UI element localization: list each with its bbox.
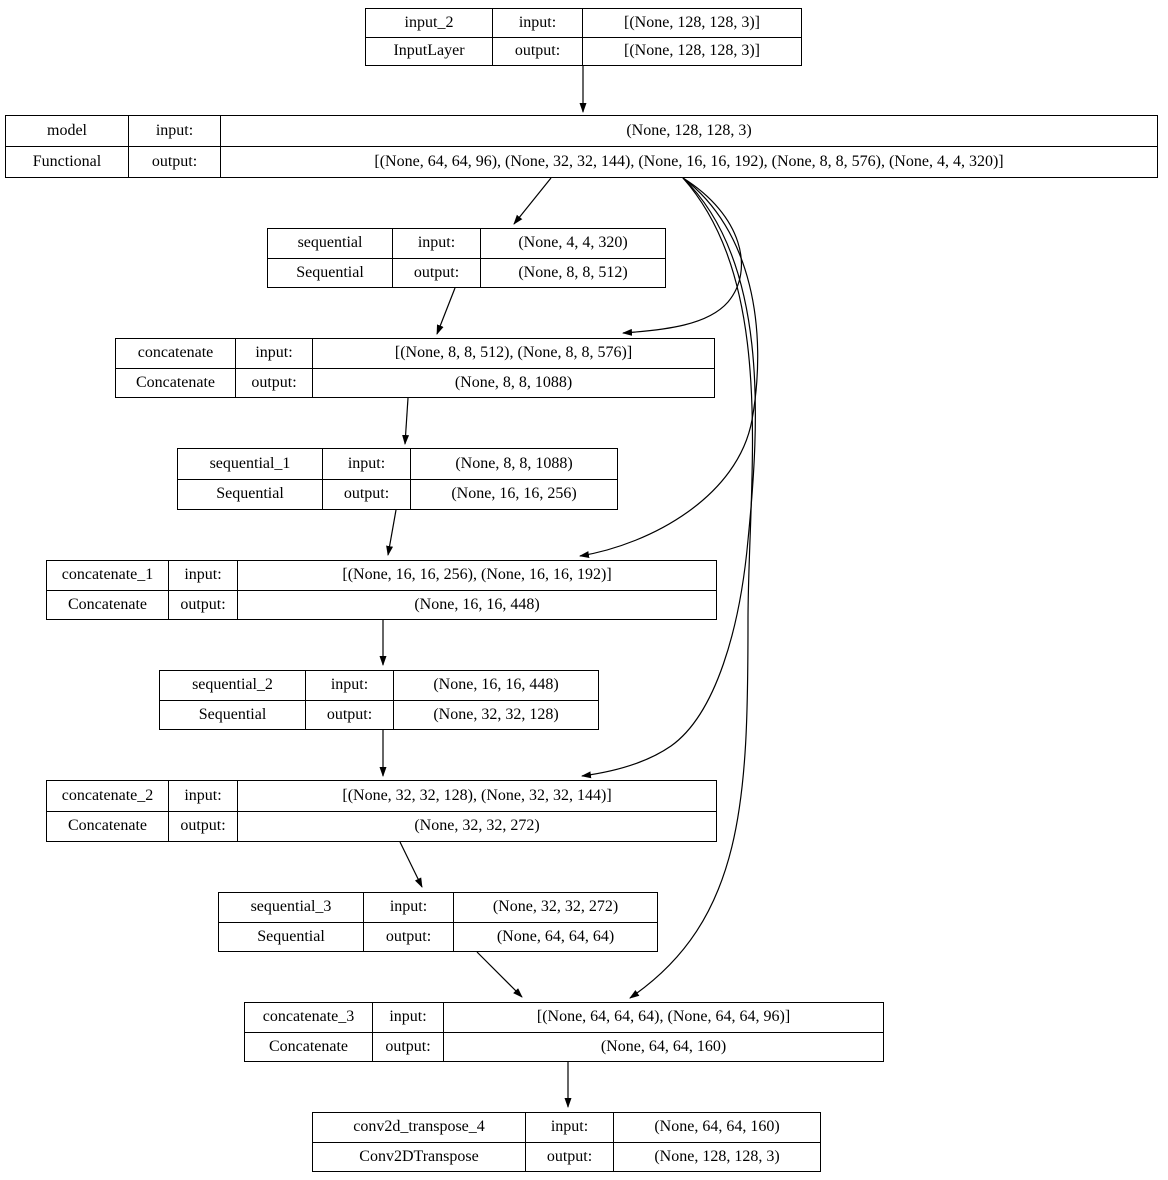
layer-name: model	[6, 116, 129, 147]
input-label: input:	[169, 781, 238, 812]
output-label: output:	[373, 1032, 444, 1062]
layer-name: concatenate_2	[47, 781, 169, 812]
input-label: input:	[493, 9, 583, 38]
layer-name: conv2d_transpose_4	[313, 1113, 526, 1143]
layer-type: Concatenate	[47, 590, 169, 620]
output-label: output:	[169, 590, 238, 620]
output-shape: (None, 8, 8, 1088)	[313, 368, 715, 398]
output-shape: (None, 64, 64, 160)	[444, 1032, 884, 1062]
output-label: output:	[169, 811, 238, 842]
edge-model-to-sequential	[513, 177, 552, 225]
edge-concatenate-to-sequential_1	[402, 397, 410, 445]
input-shape: [(None, 128, 128, 3)]	[583, 9, 802, 38]
node-concatenate_3: concatenate_3 input: [(None, 64, 64, 64)…	[244, 1002, 884, 1062]
input-label: input:	[364, 893, 454, 923]
layer-name: concatenate_3	[245, 1003, 373, 1033]
edge-model-to-concatenate_2-skip	[581, 177, 756, 779]
layer-name: sequential_3	[219, 893, 364, 923]
output-shape: (None, 128, 128, 3)	[614, 1142, 821, 1172]
output-shape: (None, 32, 32, 128)	[394, 700, 599, 730]
layer-type: InputLayer	[366, 37, 493, 66]
layer-type: Functional	[6, 147, 129, 178]
input-label: input:	[169, 561, 238, 591]
output-shape: [(None, 64, 64, 96), (None, 32, 32, 144)…	[221, 147, 1158, 178]
output-shape: (None, 16, 16, 256)	[411, 479, 618, 510]
layer-type: Concatenate	[47, 811, 169, 842]
layer-type: Concatenate	[116, 368, 236, 398]
output-label: output:	[236, 368, 313, 398]
node-concatenate_2: concatenate_2 input: [(None, 32, 32, 128…	[46, 780, 717, 842]
output-shape: (None, 64, 64, 64)	[454, 922, 658, 952]
layer-name: sequential_2	[160, 671, 306, 701]
output-label: output:	[526, 1142, 614, 1172]
node-input_2: input_2 input: [(None, 128, 128, 3)] Inp…	[365, 8, 802, 66]
input-shape: (None, 64, 64, 160)	[614, 1113, 821, 1143]
edge-model-to-concatenate-skip	[622, 177, 742, 336]
output-label: output:	[364, 922, 454, 952]
edge-concatenate_2-to-sequential_3	[399, 841, 423, 888]
layer-name: sequential_1	[178, 449, 323, 480]
layer-name: sequential	[268, 229, 393, 259]
edge-model-to-concatenate_3-skip	[629, 177, 754, 999]
node-sequential: sequential input: (None, 4, 4, 320) Sequ…	[267, 228, 666, 288]
input-label: input:	[526, 1113, 614, 1143]
layer-type: Sequential	[268, 258, 393, 288]
edge-sequential-to-concatenate	[436, 287, 456, 335]
input-label: input:	[323, 449, 411, 480]
input-shape: [(None, 64, 64, 64), (None, 64, 64, 96)]	[444, 1003, 884, 1033]
input-shape: (None, 32, 32, 272)	[454, 893, 658, 923]
edge-sequential_1-to-concatenate_1	[386, 509, 397, 556]
output-shape: (None, 32, 32, 272)	[238, 811, 717, 842]
output-label: output:	[393, 258, 481, 288]
node-sequential_2: sequential_2 input: (None, 16, 16, 448) …	[159, 670, 599, 730]
output-label: output:	[493, 37, 583, 66]
node-concatenate: concatenate input: [(None, 8, 8, 512), (…	[115, 338, 715, 398]
node-model: model input: (None, 128, 128, 3) Functio…	[5, 115, 1158, 178]
input-shape: [(None, 8, 8, 512), (None, 8, 8, 576)]	[313, 339, 715, 369]
output-label: output:	[306, 700, 394, 730]
input-label: input:	[373, 1003, 444, 1033]
input-label: input:	[306, 671, 394, 701]
layer-name: concatenate_1	[47, 561, 169, 591]
edge-sequential_3-to-concatenate_3	[476, 951, 523, 998]
output-shape: (None, 8, 8, 512)	[481, 258, 666, 288]
input-shape: (None, 128, 128, 3)	[221, 116, 1158, 147]
layer-name: concatenate	[116, 339, 236, 369]
node-sequential_1: sequential_1 input: (None, 8, 8, 1088) S…	[177, 448, 618, 510]
input-label: input:	[236, 339, 313, 369]
layer-type: Conv2DTranspose	[313, 1142, 526, 1172]
output-label: output:	[323, 479, 411, 510]
input-shape: [(None, 32, 32, 128), (None, 32, 32, 144…	[238, 781, 717, 812]
input-label: input:	[393, 229, 481, 259]
layer-type: Concatenate	[245, 1032, 373, 1062]
layer-type: Sequential	[178, 479, 323, 510]
node-concatenate_1: concatenate_1 input: [(None, 16, 16, 256…	[46, 560, 717, 620]
input-shape: (None, 8, 8, 1088)	[411, 449, 618, 480]
node-sequential_3: sequential_3 input: (None, 32, 32, 272) …	[218, 892, 658, 952]
layer-type: Sequential	[160, 700, 306, 730]
input-shape: (None, 16, 16, 448)	[394, 671, 599, 701]
layer-type: Sequential	[219, 922, 364, 952]
output-shape: (None, 16, 16, 448)	[238, 590, 717, 620]
output-shape: [(None, 128, 128, 3)]	[583, 37, 802, 66]
node-conv2d_transpose_4: conv2d_transpose_4 input: (None, 64, 64,…	[312, 1112, 821, 1172]
output-label: output:	[129, 147, 221, 178]
layer-name: input_2	[366, 9, 493, 38]
input-label: input:	[129, 116, 221, 147]
input-shape: [(None, 16, 16, 256), (None, 16, 16, 192…	[238, 561, 717, 591]
input-shape: (None, 4, 4, 320)	[481, 229, 666, 259]
